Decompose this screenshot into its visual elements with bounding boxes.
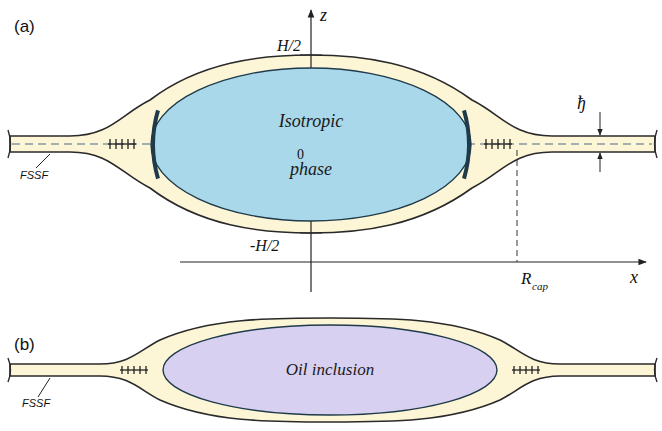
film-label: FSSF [22, 398, 50, 409]
isotropic-phase-region: Isotropic phase [150, 67, 472, 222]
region-label: Isotropic phase [273, 97, 349, 193]
radius-label: R [521, 270, 531, 287]
region-label: Oil inclusion [230, 360, 430, 380]
region-outline [150, 67, 472, 222]
thickness-arrow [600, 112, 601, 135]
panel-label: (a) [14, 18, 35, 35]
axis-label: z [320, 6, 327, 24]
axis-label: x [630, 268, 638, 286]
h-tick [300, 55, 322, 56]
leader-line [38, 378, 50, 397]
dimension-label: -H/2 [250, 238, 279, 254]
leader-line [36, 154, 50, 168]
dimension-label: H/2 [277, 38, 301, 54]
film-end [8, 358, 657, 382]
film-lens [10, 318, 655, 422]
film-lens [10, 55, 655, 233]
oil-inclusion: Oil inclusion [162, 324, 498, 416]
film-label: FSSF [20, 170, 48, 181]
thickness-arrow [600, 153, 601, 172]
thickness-label: ђ [577, 94, 586, 112]
origin-label: 0 [297, 148, 304, 162]
panel-label: (b) [14, 336, 35, 353]
x-axis [180, 261, 646, 262]
h-tick [300, 233, 322, 234]
radius-subscript: cap [532, 281, 548, 292]
rcap-dashed [517, 150, 518, 262]
